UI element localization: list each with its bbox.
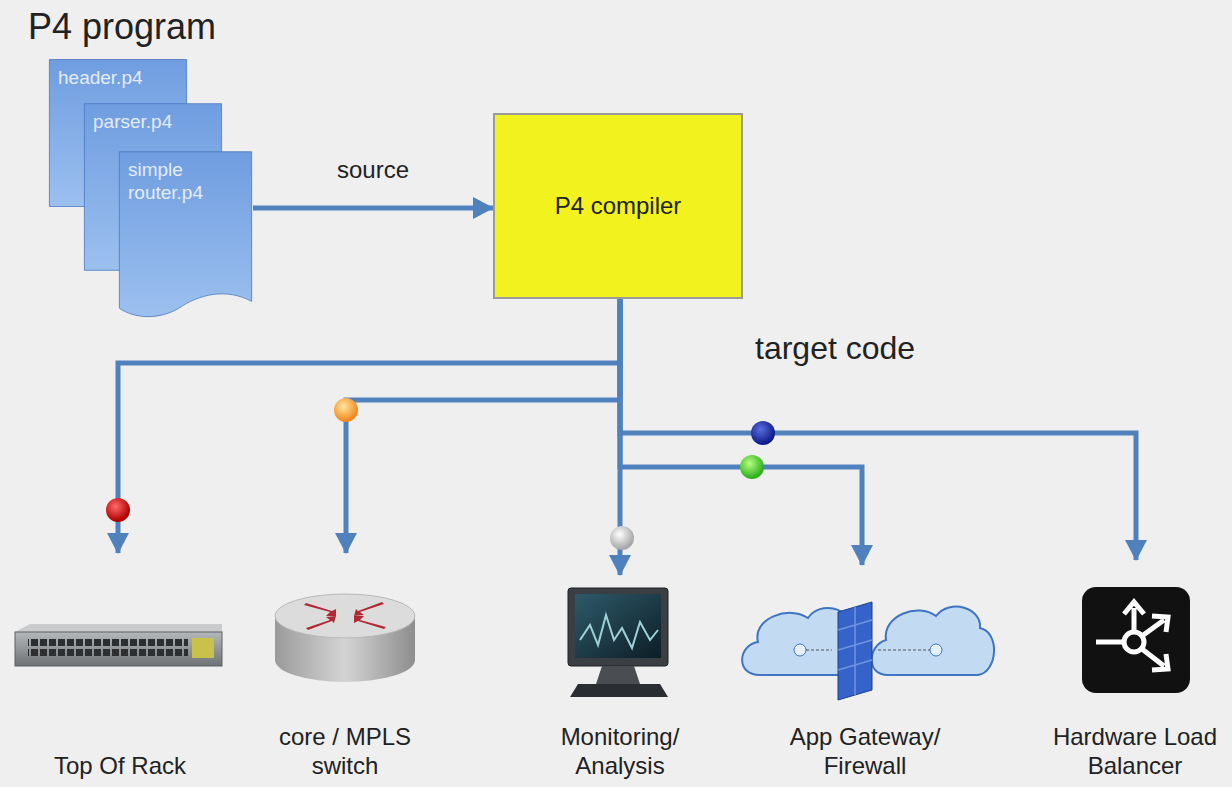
node-text: Monitoring/ Analysis <box>540 723 700 781</box>
compiler-box: P4 compiler <box>493 113 743 299</box>
node-text: header.p4 <box>58 66 178 89</box>
connector-arrow <box>253 206 493 211</box>
target-device: Hardware Load Balancer <box>1040 560 1230 785</box>
router-icon <box>275 594 415 682</box>
source-file: simple router.p4 <box>118 150 253 322</box>
target-device: core / MPLS switch <box>250 553 440 785</box>
target-device: App Gateway/ Firewall <box>740 565 990 785</box>
edge-label: source <box>337 156 409 184</box>
node-text: Hardware Load Balancer <box>1050 723 1220 781</box>
bus-dot <box>740 455 764 479</box>
node-text: core / MPLS switch <box>260 723 430 781</box>
monitor-icon <box>568 588 668 697</box>
target-device: Top Of Rack <box>5 553 235 785</box>
node-text: P4 compiler <box>555 192 682 220</box>
connector-arrow <box>620 299 1136 560</box>
diagram-title: P4 program <box>28 6 216 48</box>
firewall-icon <box>742 602 994 700</box>
load-balancer-icon <box>1082 587 1190 693</box>
connector-arrow <box>346 299 620 553</box>
node-text: simple router.p4 <box>128 158 243 204</box>
node-text: parser.p4 <box>93 110 213 133</box>
annotation-label: target code <box>755 330 915 367</box>
bus-dot <box>334 398 358 422</box>
tor-switch-icon <box>15 624 222 666</box>
node-text: App Gateway/ Firewall <box>780 723 950 781</box>
bus-dot <box>751 421 775 445</box>
target-device: Monitoring/ Analysis <box>530 575 710 785</box>
node-text: Top Of Rack <box>54 752 186 781</box>
connector-arrow <box>118 299 620 553</box>
bus-dot <box>106 498 130 522</box>
bus-dot <box>610 526 634 550</box>
